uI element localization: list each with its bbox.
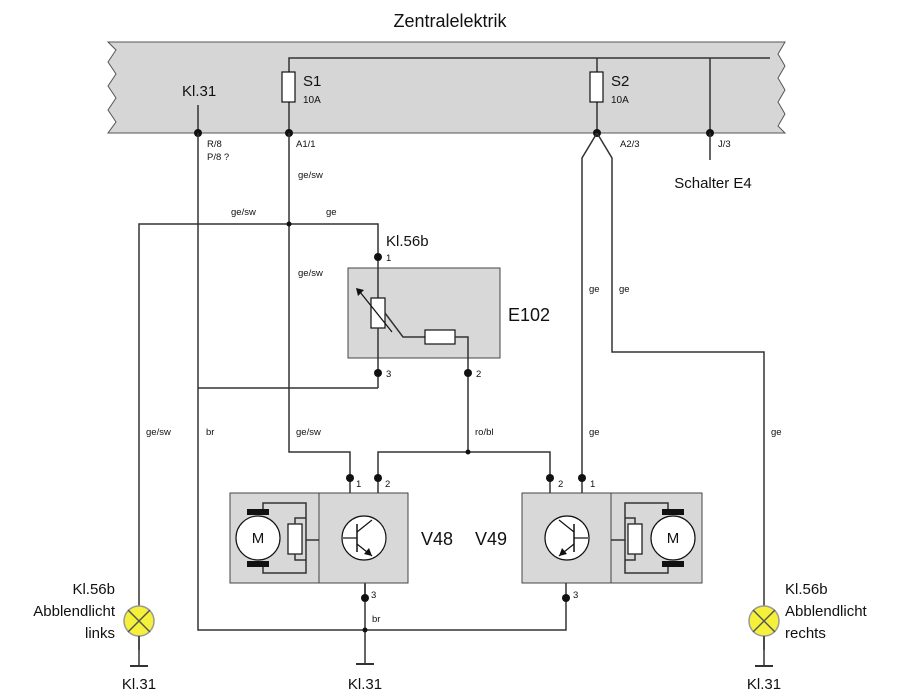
- wire-label-ge-right: ge: [771, 427, 782, 438]
- e102-pin1: 1: [386, 253, 391, 264]
- fuse-s2-rating: 10A: [611, 95, 629, 106]
- v48-pin3: 3: [371, 590, 376, 601]
- fuse-s2-name: S2: [611, 73, 629, 90]
- lamp-left-line2: Abblendlicht: [33, 603, 116, 620]
- potentiometer-icon: [370, 297, 386, 329]
- v48-pin1: 1: [356, 479, 361, 490]
- pin-p8-label: P/8 ?: [207, 152, 229, 163]
- pin-j3-label: J/3: [718, 139, 731, 150]
- e102-module: E102 Kl.56b 1 3 2: [347, 233, 550, 380]
- wire-label-br-left: br: [206, 427, 214, 438]
- lamp-left-ground-label: Kl.31: [122, 676, 156, 693]
- v49-pin2: 2: [558, 479, 563, 490]
- wire-label-robl: ro/bl: [475, 427, 493, 438]
- schalter-label: Schalter E4: [674, 175, 752, 192]
- fuse-s1-name: S1: [303, 73, 321, 90]
- transistor-icon: [341, 515, 387, 561]
- wire-label-gesw-left: ge/sw: [146, 427, 171, 438]
- fuse-s2-icon: [589, 71, 604, 103]
- wire-label-gesw-top: ge/sw: [231, 207, 256, 218]
- v48-label: V48: [421, 529, 453, 549]
- bus-kl31-label: Kl.31: [182, 83, 216, 100]
- wire-label-ge-v49: ge: [589, 427, 600, 438]
- e102-pin2: 2: [476, 369, 481, 380]
- wire-label-br-bottom: br: [372, 614, 380, 625]
- motor-icon: [650, 515, 696, 561]
- v48-motor-label: M: [252, 530, 265, 547]
- v49-module: M 2 1 3 V49: [475, 474, 703, 602]
- wire-label-ge-r2: ge: [619, 284, 630, 295]
- central-bus: S1 10A S2 10A Kl.31: [106, 41, 787, 134]
- wires: [138, 132, 765, 664]
- lamp-right: Kl.56b Abblendlicht rechts Kl.31: [747, 581, 868, 693]
- e102-terminal-label: Kl.56b: [386, 233, 429, 250]
- v49-motor-label: M: [667, 530, 680, 547]
- sensor-resistor-icon: [627, 523, 643, 555]
- wire-label-ge-top: ge: [326, 207, 337, 218]
- lamp-left-line1: Kl.56b: [72, 581, 115, 598]
- pin-r8-label: R/8: [207, 139, 222, 150]
- v49-label: V49: [475, 529, 507, 549]
- lamp-right-line3: rechts: [785, 625, 826, 642]
- lamp-right-line1: Kl.56b: [785, 581, 828, 598]
- motor-icon: [235, 515, 281, 561]
- wire-label-gesw-a11: ge/sw: [298, 170, 323, 181]
- lamp-right-line2: Abblendlicht: [785, 603, 868, 620]
- v49-pin3: 3: [573, 590, 578, 601]
- lamp-left: Kl.56b Abblendlicht links Kl.31: [33, 581, 156, 693]
- lamp-left-line3: links: [85, 625, 115, 642]
- diagram-title: Zentralelektrik: [393, 11, 507, 31]
- e102-label: E102: [508, 305, 550, 325]
- e102-pin3: 3: [386, 369, 391, 380]
- v48-pin2: 2: [385, 479, 390, 490]
- v48-module: M 1 2 3 V48: [229, 474, 453, 602]
- sensor-resistor-icon: [287, 523, 303, 555]
- fuse-s1-icon: [281, 71, 296, 103]
- resistor-icon: [424, 329, 456, 345]
- wire-label-ge-r1: ge: [589, 284, 600, 295]
- wire-label-gesw-mid: ge/sw: [298, 268, 323, 279]
- v49-pin1: 1: [590, 479, 595, 490]
- transistor-icon: [544, 515, 590, 561]
- ground-mid-label: Kl.31: [348, 676, 382, 693]
- pin-a23-label: A2/3: [620, 139, 640, 150]
- lamp-right-ground-label: Kl.31: [747, 676, 781, 693]
- wire-label-gesw-v48: ge/sw: [296, 427, 321, 438]
- pin-a11-label: A1/1: [296, 139, 316, 150]
- fuse-s1-rating: 10A: [303, 95, 321, 106]
